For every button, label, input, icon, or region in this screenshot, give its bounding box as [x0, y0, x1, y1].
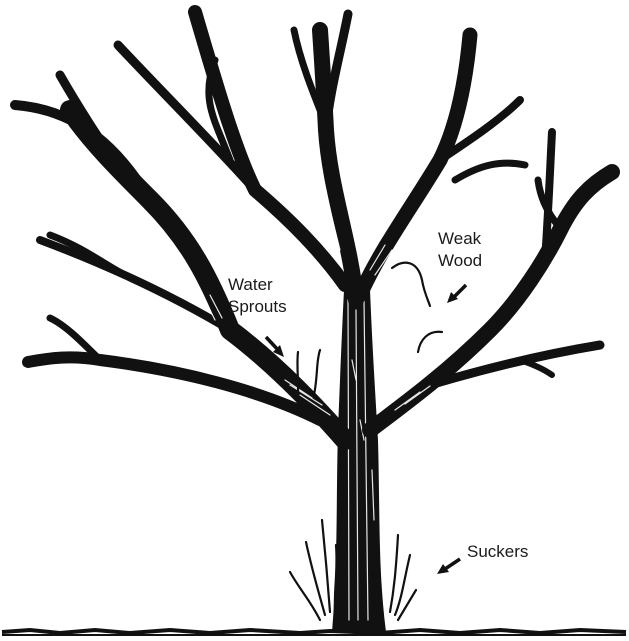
- scaffold-branches: [15, 12, 612, 440]
- water-sprouts-label-line-2: Sprouts: [228, 296, 287, 318]
- suckers-arrow: [437, 559, 460, 574]
- weak-wood-label-line-2: Wood: [438, 250, 482, 272]
- trunk: [332, 290, 386, 632]
- weak-wood: [392, 263, 442, 352]
- water-sprouts-label-line-1: Water: [228, 274, 287, 296]
- weak-wood-arrow: [447, 285, 466, 303]
- ground-line: [2, 630, 626, 635]
- suckers-label: Suckers: [467, 541, 528, 563]
- water-sprouts-label: Water Sprouts: [228, 274, 287, 318]
- weak-wood-label: Weak Wood: [438, 228, 482, 272]
- weak-wood-label-line-1: Weak: [438, 228, 482, 250]
